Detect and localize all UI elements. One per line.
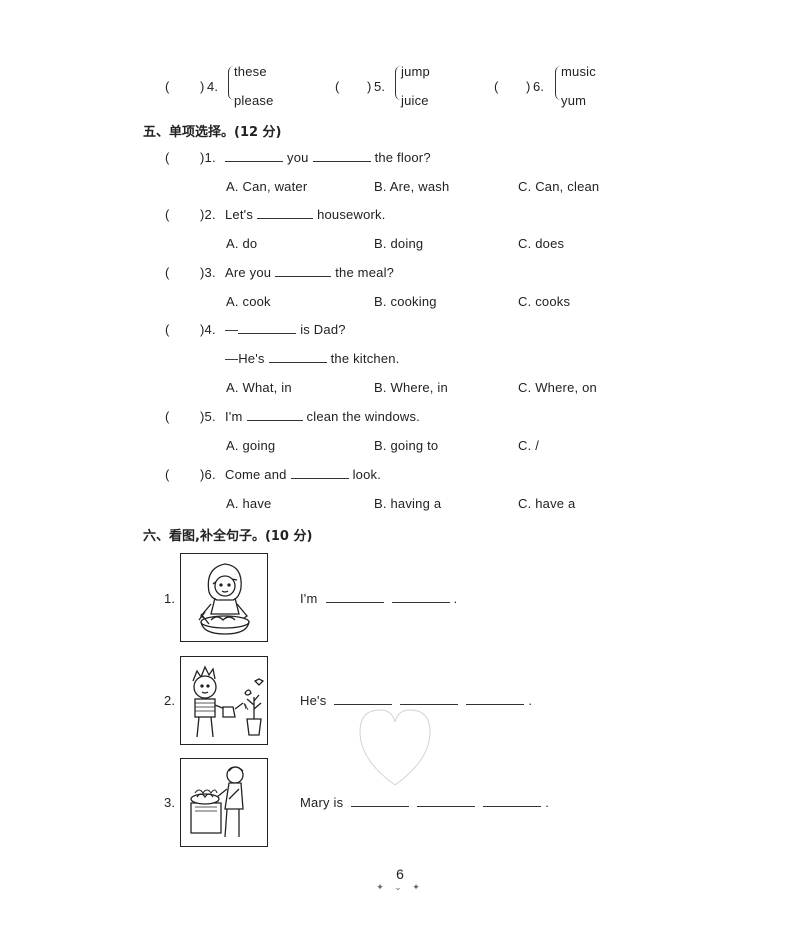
fill-blank[interactable] <box>268 352 327 363</box>
question-number: 6. <box>533 79 545 94</box>
answer-paren[interactable]: ( <box>165 265 170 280</box>
question-number: )1. <box>200 150 216 165</box>
question-text: —is Dad? <box>225 322 346 337</box>
item-number: 2. <box>164 693 176 708</box>
fill-blank[interactable] <box>325 592 384 603</box>
mary-cooking-icon <box>190 766 244 838</box>
item-number: 3. <box>164 795 176 810</box>
word-top: jump <box>401 64 430 79</box>
girl-washing-picture <box>180 553 268 642</box>
option-b[interactable]: B. Are, wash <box>374 179 450 194</box>
option-c[interactable]: C. Can, clean <box>518 179 600 194</box>
footer-ornament-icon: ✦ ⌄ ✦ <box>376 882 424 892</box>
fill-blank[interactable] <box>400 694 459 705</box>
fill-blank[interactable] <box>275 266 332 277</box>
answer-paren-close: ) <box>200 79 205 94</box>
option-b[interactable]: B. cooking <box>374 294 437 309</box>
question-number: )4. <box>200 322 216 337</box>
option-b[interactable]: B. having a <box>374 496 442 511</box>
section-title: 五、单项选择。(12 分) <box>143 125 282 140</box>
option-a[interactable]: A. What, in <box>226 380 292 395</box>
option-c[interactable]: C. have a <box>518 496 576 511</box>
answer-paren[interactable]: ( <box>165 150 170 165</box>
brace-icon <box>228 66 234 100</box>
question-number: 5. <box>374 79 386 94</box>
option-a[interactable]: A. do <box>226 236 258 251</box>
page-number: 6 <box>396 866 404 882</box>
option-a[interactable]: A. have <box>226 496 272 511</box>
question-number: )5. <box>200 409 216 424</box>
question-number: )2. <box>200 207 216 222</box>
option-c[interactable]: C. cooks <box>518 294 571 309</box>
word-top: these <box>234 64 267 79</box>
fill-blank[interactable] <box>417 796 476 807</box>
boy-watering-picture <box>180 656 268 745</box>
mary-cooking-picture <box>180 758 268 847</box>
sentence: He's. <box>300 693 533 708</box>
question-number: )3. <box>200 265 216 280</box>
fill-blank[interactable] <box>257 208 314 219</box>
fill-blank[interactable] <box>334 694 393 705</box>
sentence: Mary is. <box>300 795 550 810</box>
girl-washing-icon <box>198 563 250 635</box>
option-a[interactable]: A. Can, water <box>226 179 308 194</box>
option-a[interactable]: A. cook <box>226 294 271 309</box>
answer-paren[interactable]: ( <box>165 409 170 424</box>
option-a[interactable]: A. going <box>226 438 276 453</box>
word-bottom: yum <box>561 93 587 108</box>
option-b[interactable]: B. doing <box>374 236 424 251</box>
option-c[interactable]: C. Where, on <box>518 380 597 395</box>
answer-paren[interactable]: ( <box>165 207 170 222</box>
word-top: music <box>561 64 596 79</box>
answer-paren[interactable]: ( <box>335 79 340 94</box>
question-number: 4. <box>207 79 219 94</box>
brace-icon <box>395 66 401 100</box>
question-number: )6. <box>200 467 216 482</box>
sentence: I'm. <box>300 591 458 606</box>
brace-icon <box>555 66 561 100</box>
stamp-heart-icon <box>359 709 431 786</box>
fill-blank[interactable] <box>238 323 297 334</box>
fill-blank[interactable] <box>483 796 542 807</box>
item-number: 1. <box>164 591 176 606</box>
fill-blank[interactable] <box>351 796 410 807</box>
word-bottom: juice <box>401 93 429 108</box>
answer-paren-close: ) <box>526 79 531 94</box>
word-bottom: please <box>234 93 274 108</box>
option-c[interactable]: C. / <box>518 438 540 453</box>
fill-blank[interactable] <box>312 151 371 162</box>
boy-watering-icon <box>192 665 265 738</box>
answer-paren[interactable]: ( <box>165 322 170 337</box>
fill-blank[interactable] <box>246 410 303 421</box>
footer: 6 ✦ ⌄ ✦ <box>370 866 430 893</box>
fill-blank[interactable] <box>290 468 349 479</box>
answer-paren[interactable]: ( <box>165 79 170 94</box>
option-b[interactable]: B. going to <box>374 438 439 453</box>
option-b[interactable]: B. Where, in <box>374 380 448 395</box>
answer-paren[interactable]: ( <box>494 79 499 94</box>
stamp-watermark <box>340 690 450 800</box>
section-title: 六、看图,补全句子。(10 分) <box>143 529 313 544</box>
fill-blank[interactable] <box>225 151 283 162</box>
fill-blank[interactable] <box>466 694 525 705</box>
answer-paren[interactable]: ( <box>165 467 170 482</box>
answer-paren-close: ) <box>367 79 372 94</box>
option-c[interactable]: C. does <box>518 236 565 251</box>
fill-blank[interactable] <box>391 592 450 603</box>
